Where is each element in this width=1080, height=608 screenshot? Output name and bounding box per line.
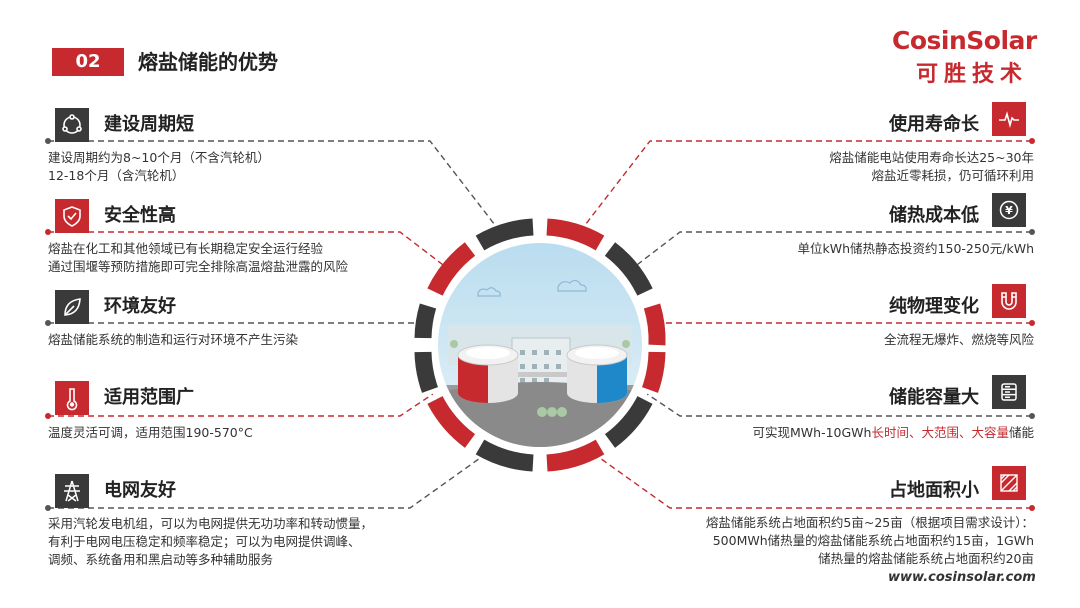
feature-desc-environment: 熔盐储能系统的制造和运行对环境不产生污染 xyxy=(48,332,299,347)
feature-desc-large-capacity: 可实现MWh-10GWh长时间、大范围、大容量储能 xyxy=(752,425,1034,440)
feature-desc-construction-period: 建设周期约为8~10个月（不含汽轮机） 12-18个月（含汽轮机） xyxy=(48,150,270,183)
leaf-icon xyxy=(55,290,89,324)
feature-title-small-footprint: 占地面积小 xyxy=(889,480,979,501)
connector-right-4 xyxy=(634,385,1032,417)
feature-title-long-lifespan: 使用寿命长 xyxy=(889,114,979,135)
connector-left-5 xyxy=(48,445,498,509)
thermometer-icon xyxy=(55,381,89,415)
svg-text:¥: ¥ xyxy=(1005,204,1013,217)
feature-desc-low-cost: 单位kWh储热静态投资约150-250元/kWh xyxy=(797,241,1034,256)
feature-desc-physical-change: 全流程无爆炸、燃烧等风险 xyxy=(883,332,1034,347)
shield-check-icon xyxy=(55,199,89,233)
capacity-highlight: 长时间、大范围、大容量 xyxy=(871,425,1009,440)
feature-desc-long-lifespan: 熔盐储能电站使用寿命长达25~30年 熔盐近零耗损，仍可循环利用 xyxy=(829,150,1034,183)
connector-left-2 xyxy=(48,231,456,275)
website-url[interactable]: www.cosinsolar.com xyxy=(888,570,1036,585)
brand-logo-text: CosinSolar xyxy=(892,26,1037,55)
feature-title-construction-period: 建设周期短 xyxy=(104,114,194,135)
feature-desc-small-footprint: 熔盐储能系统占地面积约5亩~25亩（根据项目需求设计）： 500MWh储热量的熔… xyxy=(705,515,1034,566)
feature-title-safety: 安全性高 xyxy=(104,205,176,226)
connector-right-1 xyxy=(574,140,1032,239)
server-stack-icon xyxy=(992,375,1026,409)
pulse-icon xyxy=(992,102,1026,136)
feature-title-physical-change: 纯物理变化 xyxy=(889,296,979,317)
feature-title-low-cost: 储热成本低 xyxy=(889,205,979,226)
power-tower-icon xyxy=(55,474,89,508)
connector-left-4 xyxy=(48,385,446,417)
section-number-badge: 02 xyxy=(52,48,124,76)
feature-desc-wide-range: 温度灵活可调，适用范围190-570°C xyxy=(48,425,253,440)
page-title: 熔盐储能的优势 xyxy=(138,50,278,74)
feature-desc-grid-friendly: 采用汽轮发电机组，可以为电网提供无功功率和转动惯量， 有利于电网电压稳定和频率稳… xyxy=(48,516,374,567)
brand-logo-chinese: 可胜技术 xyxy=(916,62,1029,87)
connector-right-2 xyxy=(624,231,1032,275)
cycle-icon xyxy=(55,108,89,142)
feature-desc-safety: 熔盐在化工和其他领域已有长期稳定安全运行经验 通过围堰等预防措施即可完全排除高温… xyxy=(48,241,349,274)
feature-title-large-capacity: 储能容量大 xyxy=(889,387,979,408)
feature-title-environment: 环境友好 xyxy=(104,296,176,317)
yuan-coin-icon: ¥ xyxy=(992,193,1026,227)
area-grid-icon xyxy=(992,466,1026,500)
connector-right-5 xyxy=(582,445,1032,509)
feature-title-wide-range: 适用范围广 xyxy=(104,387,194,408)
feature-title-grid-friendly: 电网友好 xyxy=(104,480,176,501)
connector-left-1 xyxy=(48,140,506,239)
magnet-icon xyxy=(992,284,1026,318)
